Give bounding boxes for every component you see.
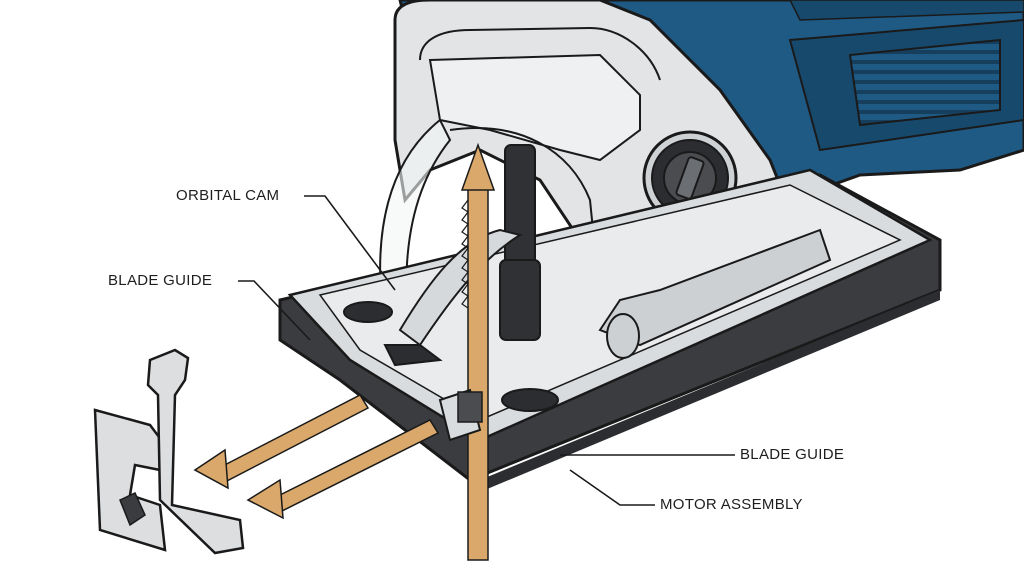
leader-lines bbox=[238, 195, 735, 506]
base-plate bbox=[278, 168, 942, 492]
leader-blade-guide-left bbox=[238, 280, 311, 341]
blade-guide-rollers bbox=[438, 388, 483, 442]
blade-stroke-arrow-upper bbox=[193, 394, 370, 490]
label-blade-guide-right: BLADE GUIDE bbox=[740, 446, 845, 463]
label-motor-assembly: MOTOR ASSEMBLY bbox=[660, 496, 803, 513]
exploded-guide-plate bbox=[146, 348, 245, 555]
leader-motor-assembly bbox=[569, 469, 655, 506]
orbital-cam-arm bbox=[383, 228, 523, 367]
leader-orbital-cam bbox=[304, 195, 396, 291]
label-orbital-cam: ORBITAL CAM bbox=[176, 187, 280, 204]
exploded-guide-bracket bbox=[93, 408, 167, 552]
label-blade-guide-left: BLADE GUIDE bbox=[108, 272, 213, 289]
blade-stroke-arrow-lower bbox=[246, 419, 440, 520]
